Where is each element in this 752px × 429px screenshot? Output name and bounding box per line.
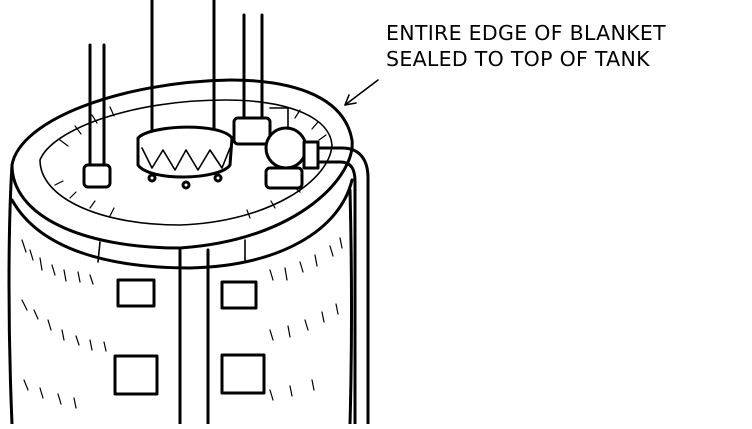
- discharge-coupling: [304, 142, 318, 168]
- callout-label: ENTIRE EDGE OF BLANKET SEALED TO TOP OF …: [386, 20, 752, 72]
- tape-patch-lower-right: [222, 355, 264, 393]
- callout-line-2: SEALED TO TOP OF TANK: [386, 46, 752, 72]
- tape-patch-upper-right: [222, 282, 256, 308]
- relief-valve-body: [266, 128, 306, 168]
- hood-rivet-1: [149, 175, 155, 181]
- callout-leader-line: [345, 80, 378, 105]
- tank-left-side: [9, 165, 12, 424]
- tape-patch-lower-left: [115, 356, 157, 394]
- left-pipe-fitting: [84, 165, 110, 187]
- hood-rivet-2: [183, 182, 189, 188]
- tape-patch-upper-left: [118, 280, 154, 306]
- right-pipe-fitting: [234, 118, 270, 144]
- tank-right-side: [350, 190, 352, 424]
- callout-line-1: ENTIRE EDGE OF BLANKET: [386, 20, 752, 46]
- relief-valve-base: [266, 168, 302, 188]
- blanket-side-fuzz: [22, 238, 342, 408]
- hood-rivet-3: [215, 175, 221, 181]
